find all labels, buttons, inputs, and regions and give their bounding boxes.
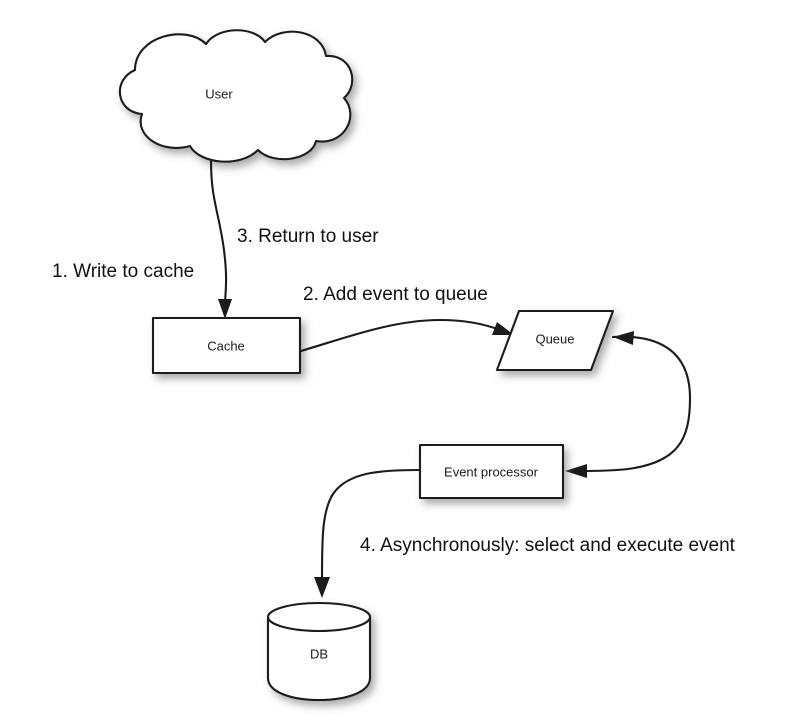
node-event-processor[interactable]: Event processor bbox=[418, 443, 565, 500]
edge-loop-arrowhead-to-queue bbox=[613, 331, 634, 345]
step-label-3: 3. Return to user bbox=[237, 226, 379, 247]
node-cache[interactable]: Cache bbox=[151, 316, 302, 375]
event-processor-rect-shape bbox=[418, 443, 565, 500]
node-db[interactable]: DB bbox=[266, 601, 372, 702]
node-queue[interactable]: Queue bbox=[495, 309, 615, 372]
cache-rect-shape bbox=[151, 316, 302, 375]
node-label-queue: Queue bbox=[535, 331, 574, 346]
edge-loop-arrowhead-to-event-processor bbox=[565, 464, 587, 478]
node-label-db: DB bbox=[310, 646, 328, 661]
step-label-1: 1. Write to cache bbox=[52, 261, 194, 282]
node-user[interactable]: User bbox=[118, 29, 354, 163]
edge-user-to-cache-arrowhead bbox=[218, 299, 232, 319]
db-cylinder-shape bbox=[266, 601, 372, 702]
db-cylinder-body bbox=[266, 615, 372, 702]
node-label-cache: Cache bbox=[207, 338, 245, 353]
edge-user-to-cache-line bbox=[209, 159, 228, 309]
step-label-4: 4. Asynchronously: select and execute ev… bbox=[360, 535, 736, 556]
edge-event-processor-to-db[interactable] bbox=[314, 468, 422, 598]
edge-user-to-cache[interactable] bbox=[209, 159, 232, 319]
edge-queue-event-processor-loop[interactable] bbox=[565, 331, 692, 478]
node-label-event-processor: Event processor bbox=[444, 464, 539, 479]
db-cylinder-top bbox=[266, 601, 372, 633]
edge-cache-to-queue[interactable] bbox=[299, 318, 514, 353]
edge-event-processor-to-db-arrowhead bbox=[314, 577, 330, 598]
node-label-user: User bbox=[205, 86, 233, 101]
edge-event-processor-to-db-line bbox=[320, 468, 422, 582]
user-cloud-shape bbox=[118, 29, 354, 163]
edge-cache-to-queue-line bbox=[299, 318, 502, 353]
edge-queue-event-processor-loop-line bbox=[578, 335, 692, 473]
step-label-2: 2. Add event to queue bbox=[303, 284, 488, 305]
queue-parallelogram-shape bbox=[495, 309, 615, 372]
edge-cache-to-queue-arrowhead bbox=[492, 322, 514, 335]
